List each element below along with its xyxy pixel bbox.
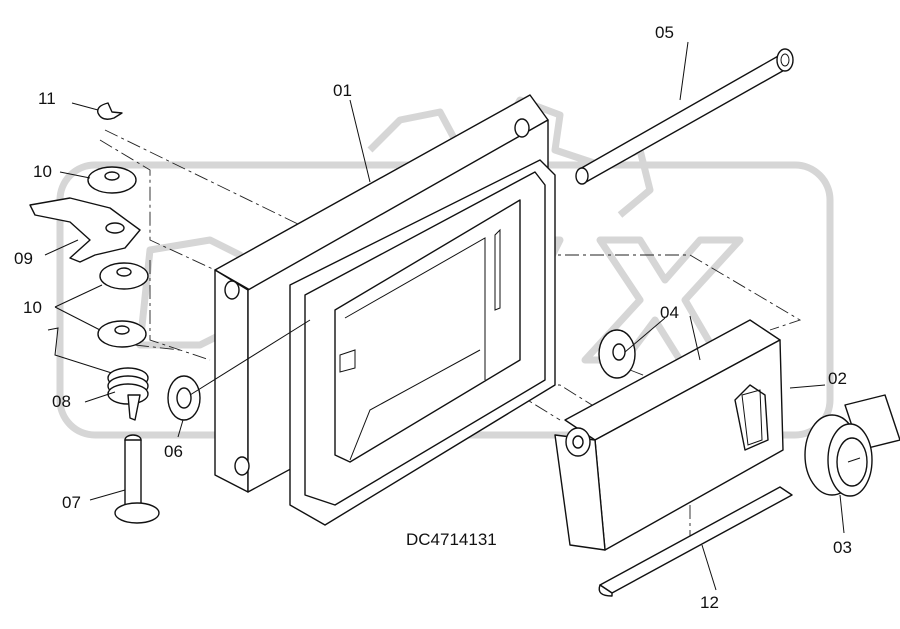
washer-10-middle	[99, 262, 149, 290]
lock-cylinder	[804, 394, 900, 497]
washer-06	[167, 375, 201, 421]
pivot-pin	[114, 434, 160, 524]
leader-lines	[44, 41, 845, 591]
callout-labels: 01 02 03 04 05 06 07 08 09 10 10 11 12	[14, 23, 852, 612]
callout-09: 09	[14, 249, 33, 268]
callout-03: 03	[833, 538, 852, 557]
drawing-code: DC4714131	[406, 530, 497, 549]
callout-10-pair: 10	[23, 298, 42, 317]
callout-10-top: 10	[33, 162, 52, 181]
callout-07: 07	[62, 493, 81, 512]
callout-01: 01	[333, 81, 352, 100]
callout-08: 08	[52, 392, 71, 411]
washer-10-bottom	[97, 320, 147, 348]
callout-06: 06	[164, 442, 183, 461]
torsion-spring	[47, 327, 149, 421]
latch-handle	[554, 319, 784, 551]
washer-04	[598, 329, 636, 379]
callout-04: 04	[660, 303, 679, 322]
handle-cup	[289, 159, 556, 526]
rubber-strip	[598, 486, 793, 597]
e-clip	[97, 102, 123, 120]
washer-10-top	[87, 166, 137, 194]
latch-plate	[29, 197, 141, 263]
callout-02: 02	[828, 369, 847, 388]
callout-11: 11	[38, 89, 56, 108]
hinge-pin	[575, 48, 794, 185]
callout-12: 12	[700, 593, 719, 612]
callout-05: 05	[655, 23, 674, 42]
